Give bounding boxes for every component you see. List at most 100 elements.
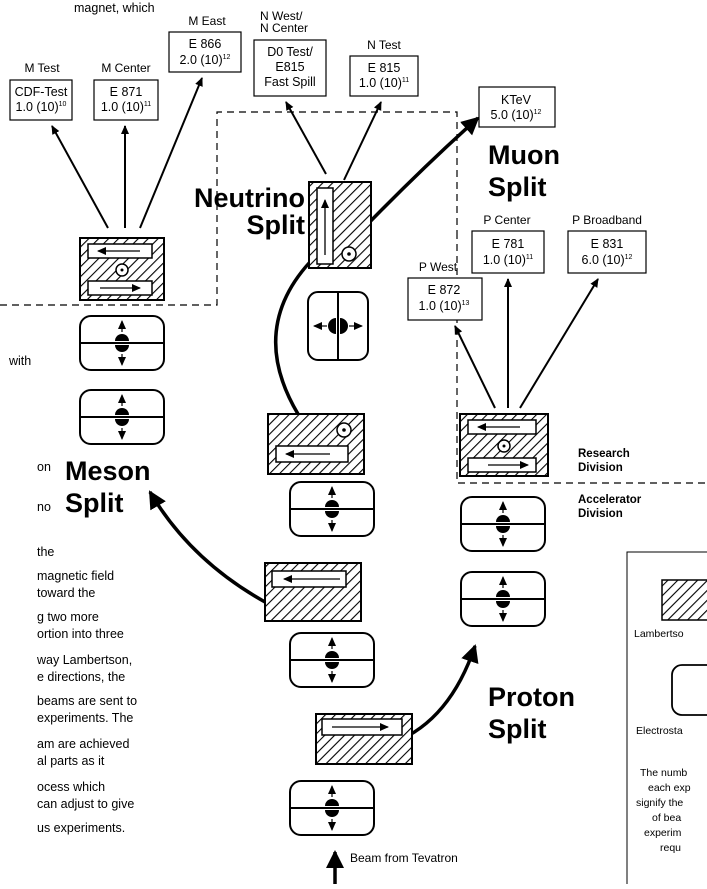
left-text-line: with [8,354,31,368]
research-division-label: Research [578,448,630,460]
target-m-east: M East E 866 2.0 (10)12 [168,14,242,73]
left-text-line: e directions, the [37,670,125,684]
target-label: P West [419,260,458,274]
beam-to-proton-lambertson [315,713,413,765]
experiment-intensity: 6.0 (10)12 [582,253,633,267]
legend-electrostatic-symbol [671,664,707,716]
experiment-intensity: 1.0 (10)10 [16,100,67,114]
left-text-line: experiments. The [37,711,133,725]
target-label: M Center [101,61,150,75]
accelerator-division-label: Accelerator [578,494,642,506]
beam-to-neutrino-lambertson [267,413,365,475]
beam-label: Beam from Tevatron [350,851,458,865]
left-text-line: can adjust to give [37,797,134,811]
target-n-test: N Test E 815 1.0 (10)11 [349,38,419,97]
muon-split-label: Muon [488,140,560,170]
experiment-name: E 871 [110,85,143,99]
electrostatic-septum [289,632,375,688]
legend-note: The numb each exp signify the of bea exp… [636,767,691,854]
electrostatic-septum [79,389,165,445]
experiment-name: E 866 [189,37,222,51]
meson-split-label: Meson [65,456,151,486]
experiment-name: E 831 [591,237,624,251]
electrostatic-septum [460,496,546,552]
left-text-line: on [37,460,51,474]
experiment-intensity: 5.0 (10)12 [491,108,542,122]
experiment-intensity: 1.0 (10)11 [359,76,409,90]
svg-text:experim: experim [644,827,682,839]
experiment-name: KTeV [501,93,532,107]
experiment-name: D0 Test/ [267,45,313,59]
proton-split-label-2: Split [488,714,547,744]
left-text-line: the [37,545,54,559]
proton-lambertson [459,413,549,477]
svg-text:each exp: each exp [648,782,691,794]
target-n-west: N West/N Center D0 Test/ E815 Fast Spill [253,9,327,97]
experiment-name: E 781 [492,237,525,251]
meson-branch-arrows [51,77,203,229]
target-m-center: M Center E 871 1.0 (10)11 [93,61,159,121]
left-text-line: us experiments. [37,821,125,835]
electrostatic-septum [460,571,546,627]
left-text-line: g two more [37,610,99,624]
experiment-name: CDF-Test [15,85,68,99]
meson-region-boundary [0,111,458,306]
target-label: M Test [24,61,60,75]
meson-split-label-2: Split [65,488,124,518]
legend: Lambertso Electrosta The numb each exp s… [626,551,707,889]
left-text-line: toward the [37,586,95,600]
left-text-line: way Lambertson, [36,653,132,667]
electrostatic-septum [289,780,375,836]
left-text-line: ocess which [37,780,105,794]
electrostatic-septum [289,481,375,537]
electrostatic-septum [79,315,165,371]
neutrino-split-label-2: Split [247,210,306,240]
legend-electrostatic-label: Electrosta [636,725,683,737]
proton-branch-arrows [454,278,599,409]
left-text-line: beams are sent to [37,694,137,708]
neutrino-split-label: Neutrino [194,183,305,213]
muon-arrow [358,116,480,234]
experiment-intensity: 1.0 (10)13 [419,299,470,313]
experiment-intensity: 2.0 (10)12 [180,53,231,67]
neutrino-vertical-septum [307,291,369,361]
experiment-intensity: 1.0 (10)11 [483,253,533,267]
neutrino-branch-arrows [285,101,382,181]
left-text-line: am are achieved [37,737,129,751]
svg-text:The numb: The numb [640,767,687,779]
target-label: P Center [483,213,530,227]
svg-text:of bea: of bea [652,812,681,824]
accelerator-division-label-2: Division [578,508,623,520]
intro-text: magnet, which [74,1,155,15]
beam-to-meson [148,490,266,604]
target-label: P Broadband [572,213,642,227]
target-label: N West/N Center [260,9,308,35]
svg-text:signify the: signify the [636,797,683,809]
target-p-center: P Center E 781 1.0 (10)11 [471,213,545,274]
left-text-line: no [37,500,51,514]
svg-text:requ: requ [660,842,681,854]
experiment-name: E 815 [368,61,401,75]
target-label: M East [188,14,226,28]
proton-split-label: Proton [488,682,575,712]
experiment-intensity: 1.0 (10)11 [101,100,151,114]
beam-to-neutrino [273,260,312,415]
beam-to-meson-lambertson [264,562,362,622]
legend-lambertson-symbol [661,579,707,621]
neutrino-lambertson [308,181,372,269]
left-text-line: al parts as it [37,754,105,768]
experiment-name-2: E815 [275,60,304,74]
target-m-test: M Test CDF-Test 1.0 (10)10 [9,61,73,121]
target-p-broadband: P Broadband E 831 6.0 (10)12 [567,213,647,274]
left-description-text: with on no the magnetic field toward the… [8,354,137,835]
target-label: N Test [367,38,401,52]
target-ktev: KTeV 5.0 (10)12 [478,86,556,128]
experiment-mode: Fast Spill [264,75,315,89]
legend-lambertson-label: Lambertso [634,628,684,640]
target-p-west: P West E 872 1.0 (10)13 [407,260,483,321]
left-text-line: ortion into three [37,627,124,641]
meson-lambertson [79,237,165,301]
experiment-name: E 872 [428,283,461,297]
